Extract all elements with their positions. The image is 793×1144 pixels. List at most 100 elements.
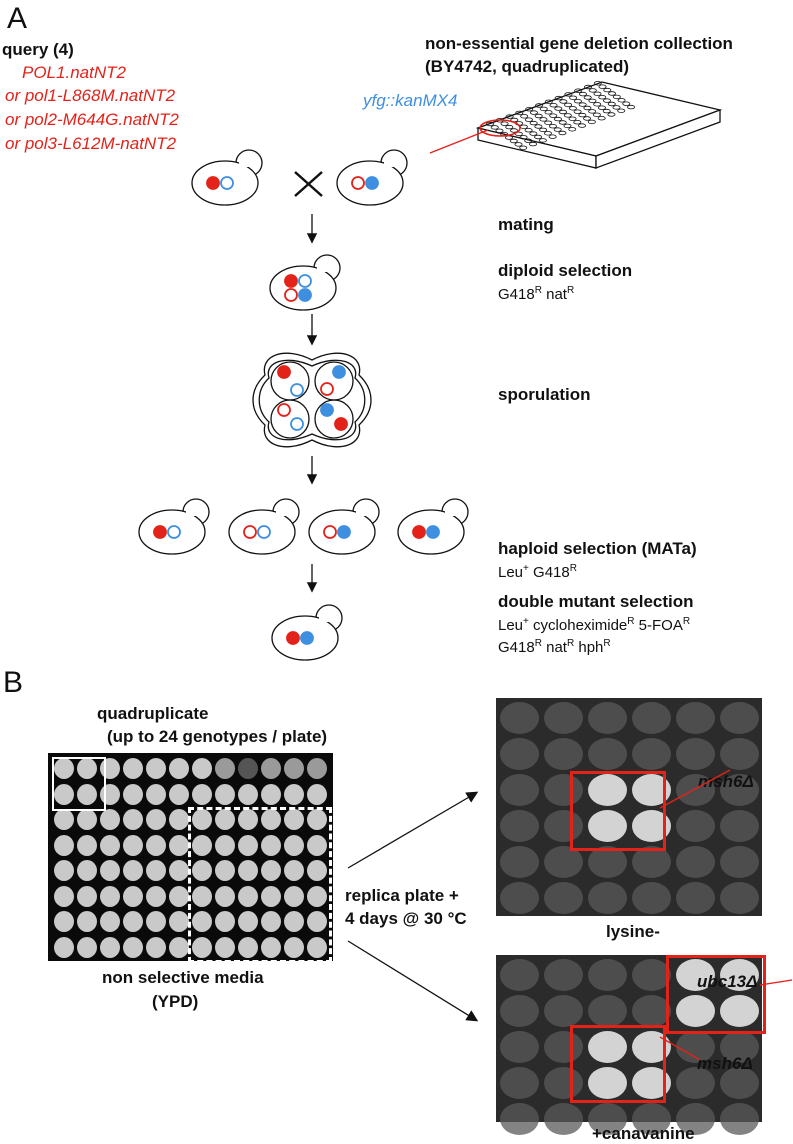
- replica-spot: [500, 882, 539, 914]
- msh6-highlight-bottom: [570, 1025, 666, 1103]
- double-mutant-yeast-cell: [271, 604, 343, 661]
- replica-spot: [588, 995, 627, 1027]
- collection-title: non-essential gene deletion collection: [425, 34, 733, 53]
- colony-spot: [261, 885, 281, 907]
- colony-spot: [169, 911, 189, 932]
- colony-spot: [146, 783, 166, 805]
- replica-spot: [720, 995, 759, 1027]
- colony-spot: [54, 783, 74, 805]
- colony-spot: [54, 860, 74, 881]
- step-diploid-selection: diploid selection: [498, 261, 633, 280]
- colony-spot: [261, 860, 281, 881]
- colony-spot: [77, 911, 97, 932]
- replica-spot: [544, 1031, 583, 1063]
- colony-spot: [261, 911, 281, 932]
- colony-spot: [169, 860, 189, 881]
- colony-spot: [192, 885, 212, 907]
- replica-spot: [720, 1067, 759, 1099]
- replica-spot: [676, 1103, 715, 1135]
- colony-spot: [238, 936, 258, 958]
- replica-spot: [676, 995, 715, 1027]
- replica-spot: [500, 1031, 539, 1063]
- colony-spot: [284, 834, 304, 856]
- colony-spot: [307, 783, 327, 805]
- colony-spot: [238, 809, 258, 830]
- replica-spot: [544, 738, 583, 770]
- colony-spot: [307, 885, 327, 907]
- replica-spot: [720, 846, 759, 878]
- colony-spot: [77, 834, 97, 856]
- replica-spot: [720, 702, 759, 734]
- tetrad-ascus: [252, 352, 372, 448]
- colony-spot: [77, 885, 97, 907]
- colony-spot: [123, 911, 143, 932]
- colony-spot: [192, 809, 212, 830]
- replica-spot: [588, 1103, 627, 1135]
- spore-allele-dot: [320, 403, 334, 417]
- colony-spot: [284, 758, 304, 779]
- replica-spot: [588, 882, 627, 914]
- colony-spot: [238, 860, 258, 881]
- colony-spot: [169, 885, 189, 907]
- replica-spot: [544, 810, 583, 842]
- replica-spot: [544, 1067, 583, 1099]
- spore-allele-dot: [290, 383, 304, 397]
- colony-spot: [284, 911, 304, 932]
- replica-spot: [632, 882, 671, 914]
- msh6-label-top: msh6Δ: [698, 772, 754, 791]
- colony-spot: [169, 758, 189, 779]
- replica-spot: [544, 1103, 583, 1135]
- spore-allele-dot: [290, 417, 304, 431]
- replica-spot: [676, 959, 715, 991]
- query-allele-4: or pol3-L612M-natNT2: [5, 134, 177, 153]
- colony-spot: [54, 936, 74, 958]
- lysine-caption: lysine-: [606, 922, 660, 941]
- replica-spot: [544, 882, 583, 914]
- colony-spot: [146, 911, 166, 932]
- diploid-yeast-cell: [269, 254, 341, 311]
- replica-spot: [676, 1067, 715, 1099]
- colony-spot: [215, 885, 235, 907]
- replica-spot: [588, 810, 627, 842]
- colony-spot: [238, 834, 258, 856]
- colony-spot: [123, 860, 143, 881]
- arrow-to-canavanine: [347, 940, 479, 1022]
- ubc13-label: ubc13Δ: [697, 972, 758, 991]
- colony-spot: [54, 834, 74, 856]
- colony-spot: [54, 758, 74, 779]
- colony-spot: [307, 936, 327, 958]
- replica-spot: [720, 738, 759, 770]
- replica-spot: [588, 1067, 627, 1099]
- ypd-caption: non selective media: [102, 968, 264, 987]
- replica-conditions-label: 4 days @ 30 °C: [345, 909, 467, 928]
- query-yeast-cell: [191, 149, 263, 206]
- replica-spot: [676, 846, 715, 878]
- replica-spot: [500, 995, 539, 1027]
- query-allele-1: POL1.natNT2: [22, 63, 126, 82]
- canavanine-caption: +canavanine: [592, 1124, 695, 1143]
- workflow-diagram: [138, 81, 723, 661]
- colony-spot: [192, 834, 212, 856]
- colony-spot: [123, 834, 143, 856]
- colony-spot: [284, 885, 304, 907]
- replica-spot: [544, 774, 583, 806]
- colony-spot: [169, 809, 189, 830]
- colony-spot: [307, 860, 327, 881]
- spore-allele-dot: [334, 417, 348, 431]
- colony-spot: [307, 911, 327, 932]
- colony-spot: [215, 783, 235, 805]
- replica-spot: [632, 846, 671, 878]
- colony-spot: [261, 936, 281, 958]
- colony-spot: [123, 783, 143, 805]
- colony-spot: [215, 860, 235, 881]
- replica-spot: [500, 1067, 539, 1099]
- replica-spot: [588, 702, 627, 734]
- colony-spot: [215, 936, 235, 958]
- replica-spot: [500, 810, 539, 842]
- colony-spot: [261, 834, 281, 856]
- colony-spot: [146, 834, 166, 856]
- colony-spot: [146, 860, 166, 881]
- colony-spot: [77, 809, 97, 830]
- colony-spot: [77, 936, 97, 958]
- replica-spot: [588, 738, 627, 770]
